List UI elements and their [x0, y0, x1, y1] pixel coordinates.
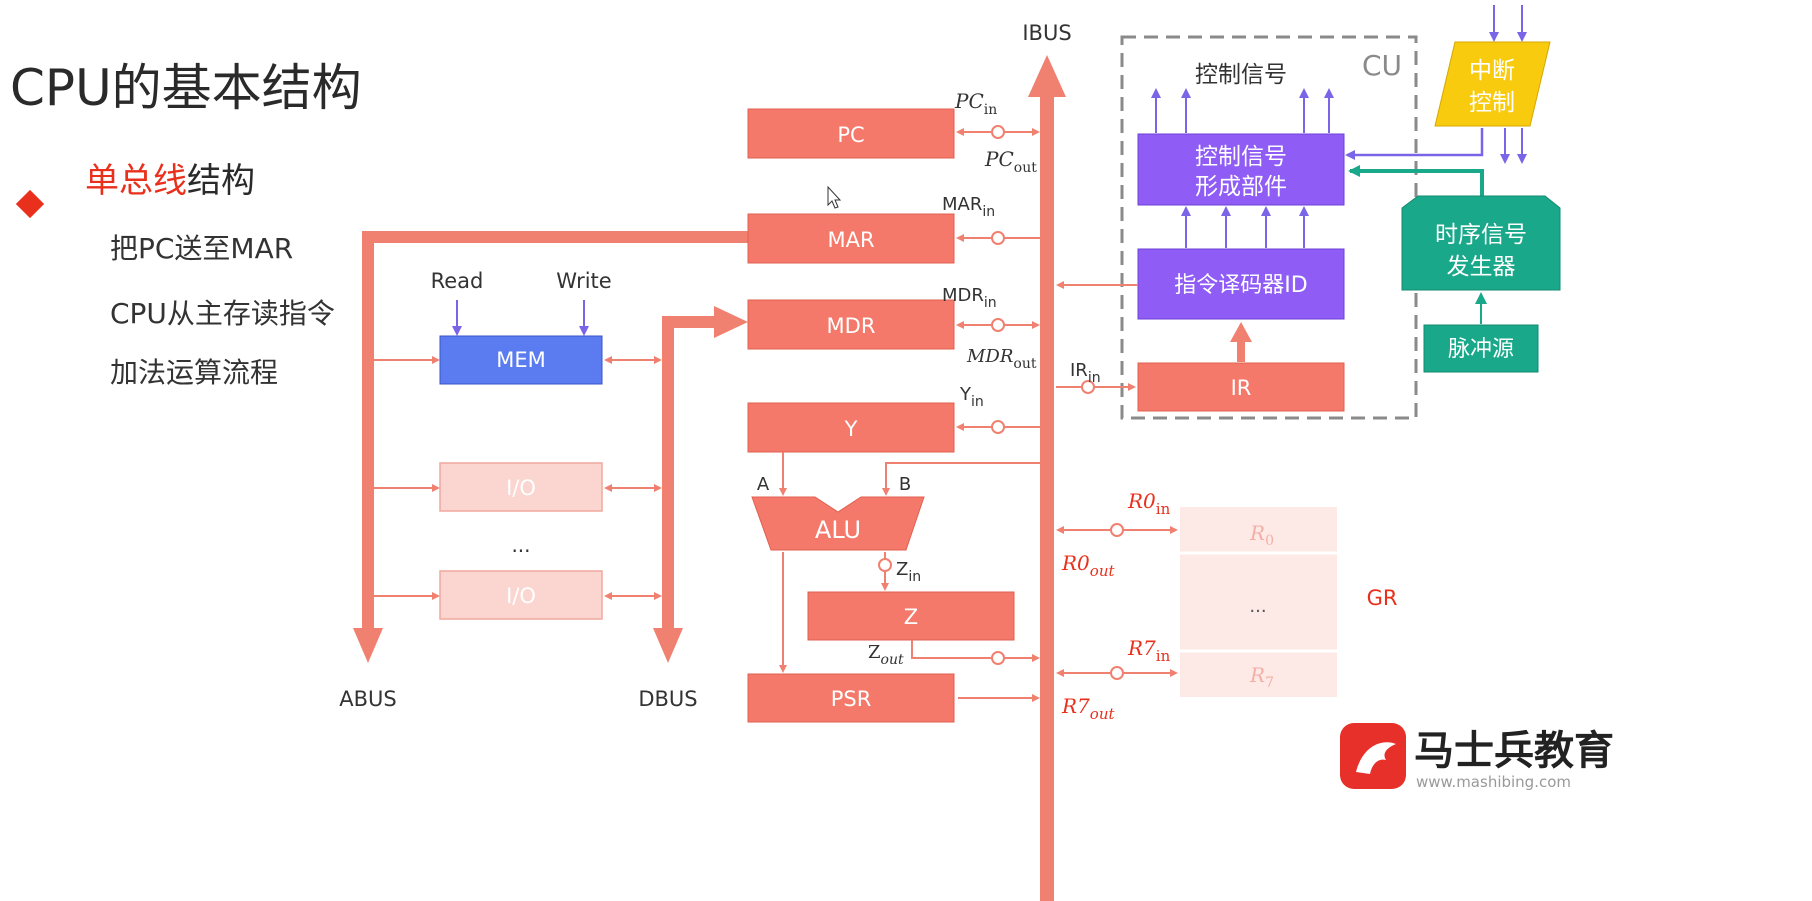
alu-label: ALU — [815, 516, 861, 544]
interrupt-line-1: 中断 — [1469, 58, 1515, 84]
pc-label: PC — [837, 123, 864, 147]
r7-in-signal: R7in — [1127, 636, 1171, 665]
r0-gate-icon[interactable] — [1110, 523, 1124, 537]
r7-out-signal: R7out — [1061, 694, 1115, 723]
y-label: Y — [844, 417, 858, 441]
ibus-to-alu-b-arrow — [882, 462, 1040, 496]
z-register[interactable] — [807, 591, 1015, 641]
y-register[interactable] — [747, 402, 955, 453]
signal-gen-line-1: 控制信号 — [1195, 144, 1287, 170]
psr-register[interactable] — [747, 673, 955, 723]
gr-r7-label: R7 — [1249, 663, 1274, 691]
io-block-1[interactable] — [439, 462, 603, 512]
step-item[interactable]: 加法运算流程 — [110, 356, 278, 389]
pc-out-signal: PCout — [984, 147, 1037, 176]
interrupt-line-2: 控制 — [1469, 90, 1515, 116]
dbus-label: DBUS — [638, 687, 697, 711]
control-signals-label: 控制信号 — [1195, 62, 1287, 88]
mdr-out-signal: MDRout — [966, 346, 1037, 372]
r0-in-signal: R0in — [1127, 489, 1171, 518]
interrupt-control-block[interactable] — [1434, 41, 1551, 127]
gr-r0-label: R0 — [1249, 521, 1274, 549]
mdr-register[interactable] — [747, 299, 955, 350]
z-out-gate-icon[interactable] — [991, 651, 1005, 665]
y-in-signal: Yin — [959, 384, 984, 410]
slide-title: CPU的基本结构 — [10, 59, 362, 117]
r0-out-signal: R0out — [1061, 551, 1115, 580]
psr-label: PSR — [831, 687, 872, 711]
step-item[interactable]: 把PC送至MAR — [110, 232, 293, 265]
ir-gate-icon[interactable] — [1081, 380, 1095, 394]
control-signal-generator[interactable] — [1137, 133, 1345, 206]
io-block-2[interactable] — [439, 570, 603, 620]
mem-block[interactable] — [439, 335, 603, 385]
z-in-signal: Zin — [896, 559, 921, 585]
gr-ellipsis: ... — [1249, 596, 1266, 617]
bullet-highlight: 单总线 — [85, 161, 187, 201]
timing-generator-block[interactable] — [1401, 195, 1561, 291]
instruction-decoder[interactable] — [1137, 248, 1345, 320]
io-ellipsis: ... — [511, 533, 530, 557]
abus-arrowhead-icon — [353, 628, 383, 663]
ir-register[interactable] — [1137, 362, 1345, 412]
gr-block[interactable] — [1180, 507, 1337, 697]
watermark-dragon-icon — [1356, 742, 1396, 774]
timing-line-2: 发生器 — [1447, 254, 1516, 280]
pc-gate-icon[interactable] — [991, 125, 1005, 139]
cu-boundary — [1120, 35, 1418, 420]
y-gate-icon[interactable] — [991, 420, 1005, 434]
r7-gate-icon[interactable] — [1110, 666, 1124, 680]
dbus-line — [662, 316, 716, 628]
pulse-source-block[interactable] — [1423, 324, 1539, 373]
z-ibus-link — [911, 640, 1040, 662]
watermark-url: www.mashibing.com — [1416, 773, 1571, 791]
ir-label: IR — [1231, 376, 1252, 400]
pc-register[interactable] — [747, 108, 955, 159]
io-label-2: I/O — [506, 584, 536, 608]
io-label-1: I/O — [506, 476, 536, 500]
z-out-signal: Zout — [868, 642, 904, 668]
alu-input-a: A — [757, 474, 770, 495]
bullet-diamond-icon — [15, 189, 45, 219]
mdr-label: MDR — [827, 314, 876, 338]
step-item[interactable]: CPU从主存读指令 — [110, 297, 335, 330]
ir-in-signal: IRin — [1070, 360, 1101, 386]
interrupt-to-gen-arrow — [1345, 128, 1484, 160]
mar-register[interactable] — [747, 213, 955, 264]
alu-block[interactable] — [751, 496, 925, 551]
bullet-heading: 单总线结构 — [85, 161, 255, 201]
pulse-label: 脉冲源 — [1448, 337, 1514, 362]
dbus-arrowhead-icon — [653, 628, 683, 663]
bullet-rest: 结构 — [187, 161, 255, 201]
ibus-arrowhead-icon — [1028, 55, 1066, 97]
mar-in-signal: MARin — [942, 194, 995, 220]
z-label: Z — [904, 605, 918, 629]
pc-in-signal: PCin — [954, 89, 997, 118]
decoder-label: 指令译码器ID — [1174, 273, 1307, 298]
ibus-label: IBUS — [1022, 21, 1071, 45]
timing-to-gen-arrow — [1348, 165, 1484, 196]
timing-line-1: 时序信号 — [1435, 222, 1527, 248]
gr-label: GR — [1367, 586, 1398, 610]
mar-gate-icon[interactable] — [991, 231, 1005, 245]
signal-gen-line-2: 形成部件 — [1195, 174, 1287, 200]
mdr-gate-icon[interactable] — [991, 318, 1005, 332]
write-label: Write — [556, 269, 611, 293]
dbus-mdr-arrowhead-icon — [714, 306, 748, 338]
abus-line — [362, 231, 748, 628]
alu-input-b: B — [899, 474, 911, 495]
mouse-cursor-icon — [827, 185, 842, 209]
mdr-in-signal: MDRin — [942, 285, 997, 311]
read-label: Read — [431, 269, 484, 293]
mar-label: MAR — [827, 228, 874, 252]
ir-to-decoder-arrowhead-icon — [1230, 322, 1252, 342]
cu-label: CU — [1362, 49, 1402, 82]
mem-label: MEM — [496, 348, 546, 372]
z-in-gate-icon[interactable] — [878, 558, 892, 572]
watermark-text: 马士兵教育 — [1414, 728, 1614, 774]
abus-label: ABUS — [339, 687, 396, 711]
